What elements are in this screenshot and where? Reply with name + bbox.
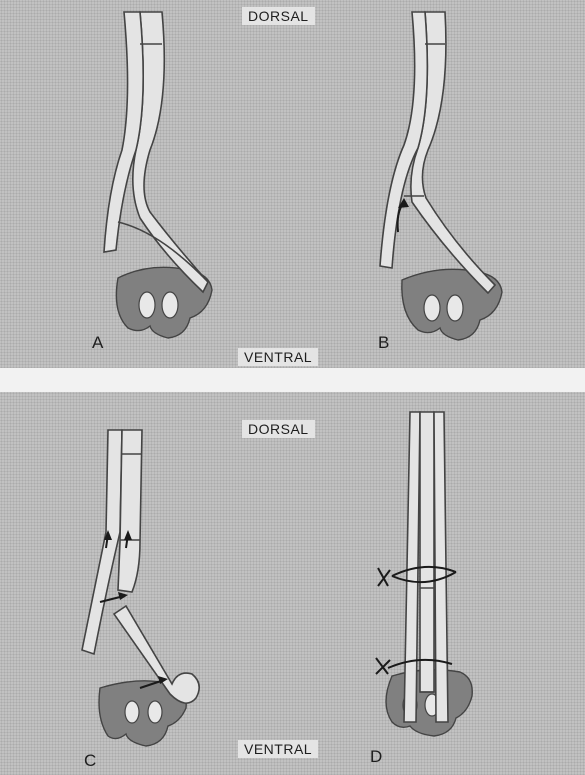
top-panel: DORSAL VENTRAL A B bbox=[0, 0, 585, 368]
panel-letter-d: D bbox=[370, 748, 382, 766]
mandible-c-hole bbox=[148, 701, 162, 723]
ventral-label-top: VENTRAL bbox=[238, 348, 318, 366]
dorsal-label-bottom: DORSAL bbox=[242, 420, 315, 438]
panel-letter-c: C bbox=[84, 752, 96, 770]
mandible-a-hole bbox=[139, 292, 155, 318]
diagram-a bbox=[104, 12, 212, 338]
bone-strip-a bbox=[133, 12, 208, 292]
panel-letter-b: B bbox=[378, 334, 389, 352]
diagram-c bbox=[82, 430, 199, 746]
bone-outer-b bbox=[380, 12, 427, 268]
mandible-b-hole bbox=[447, 295, 463, 321]
top-illustration bbox=[0, 0, 585, 368]
bone-outer-a bbox=[104, 12, 143, 252]
bone-mid-d bbox=[420, 412, 434, 692]
diagram-d bbox=[376, 412, 472, 736]
bottom-illustration bbox=[0, 392, 585, 775]
dorsal-label-top: DORSAL bbox=[242, 7, 315, 25]
ventral-label-bottom: VENTRAL bbox=[238, 740, 318, 758]
bottom-panel: DORSAL VENTRAL C D bbox=[0, 392, 585, 775]
mandible-a-hole bbox=[162, 292, 178, 318]
panel-letter-a: A bbox=[92, 334, 103, 352]
bone-outer-c bbox=[82, 430, 122, 654]
mandible-b-hole bbox=[424, 295, 440, 321]
mandible-c-hole bbox=[125, 701, 139, 723]
diagram-b bbox=[380, 12, 502, 340]
